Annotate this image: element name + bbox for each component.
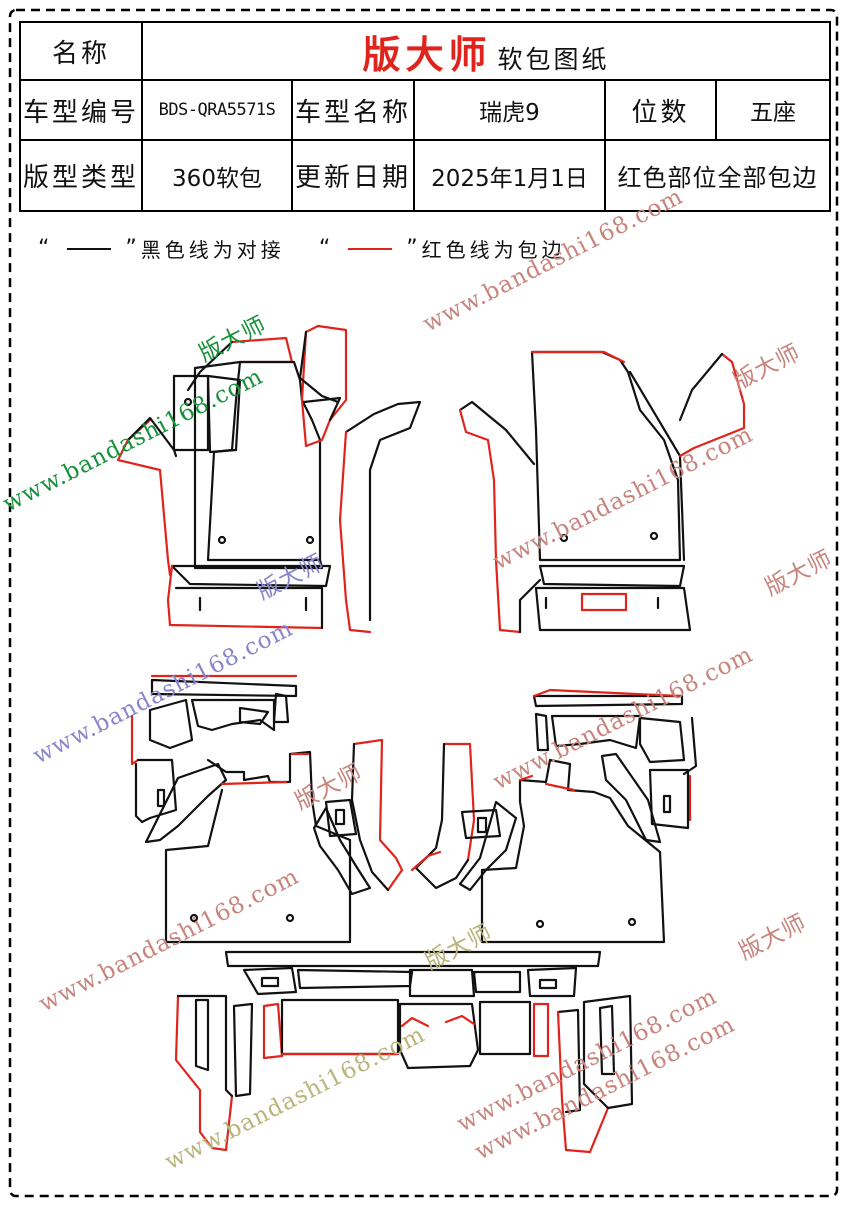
watermarks: www.bandashi168.com 版大师 www.bandashi168.… xyxy=(0,183,837,1175)
sheet-title: 版大师软包图纸 xyxy=(140,21,832,81)
info-table: 名称 版大师软包图纸 车型编号 BDS-QRA5571S 车型名称 瑞虎9 位数… xyxy=(19,21,832,212)
watermark-url: www.bandashi168.com xyxy=(161,1021,429,1175)
model-name-label: 车型名称 xyxy=(291,79,415,141)
front-right-mat xyxy=(458,350,746,634)
watermark-brand: 版大师 xyxy=(729,339,805,395)
red-line-meaning: 红色线为包边 xyxy=(421,238,566,262)
legend-open-quote-2: “ xyxy=(318,236,335,261)
name-label: 名称 xyxy=(19,21,143,81)
pattern-type-label: 版型类型 xyxy=(19,139,143,212)
black-line-meaning: 黑色线为对接 xyxy=(140,238,285,262)
binding-note: 红色部位全部包边 xyxy=(603,139,832,212)
seats-value: 五座 xyxy=(714,79,832,141)
watermark-brand: 版大师 xyxy=(761,545,837,601)
legend-close-quote-1: ” xyxy=(125,236,141,261)
update-date: 2025年1月1日 xyxy=(413,139,606,212)
watermark-brand: 版大师 xyxy=(735,909,811,965)
legend-close-quote-2: ” xyxy=(406,236,422,261)
rear-bottom-mats xyxy=(174,950,634,1154)
front-left-mat xyxy=(116,324,422,634)
watermark-url: www.bandashi168.com xyxy=(489,421,757,575)
watermark-url: www.bandashi168.com xyxy=(0,363,267,517)
rear-left-mat xyxy=(130,674,404,944)
update-date-label: 更新日期 xyxy=(291,139,415,212)
legend-open-quote-1: “ xyxy=(38,236,54,261)
watermark-url: www.bandashi168.com xyxy=(489,641,757,795)
model-code: BDS-QRA5571S xyxy=(141,79,293,141)
title-suffix: 软包图纸 xyxy=(497,44,610,74)
watermark-url: www.bandashi168.com xyxy=(419,183,687,337)
model-name: 瑞虎9 xyxy=(413,79,606,141)
red-line-sample xyxy=(348,247,393,250)
watermark-brand: 版大师 xyxy=(195,311,271,367)
seats-label: 位数 xyxy=(604,79,717,141)
line-legend: “ ” 黑色线为对接 “ ” 红色线为包边 xyxy=(38,234,566,263)
pattern-type: 360软包 xyxy=(141,139,293,212)
watermark-brand: 版大师 xyxy=(291,759,367,815)
model-code-label: 车型编号 xyxy=(19,79,143,141)
rear-right-mat xyxy=(410,688,698,944)
watermark-brand: 版大师 xyxy=(253,549,329,605)
brand-name: 版大师 xyxy=(362,32,492,77)
black-line-sample xyxy=(67,247,112,250)
